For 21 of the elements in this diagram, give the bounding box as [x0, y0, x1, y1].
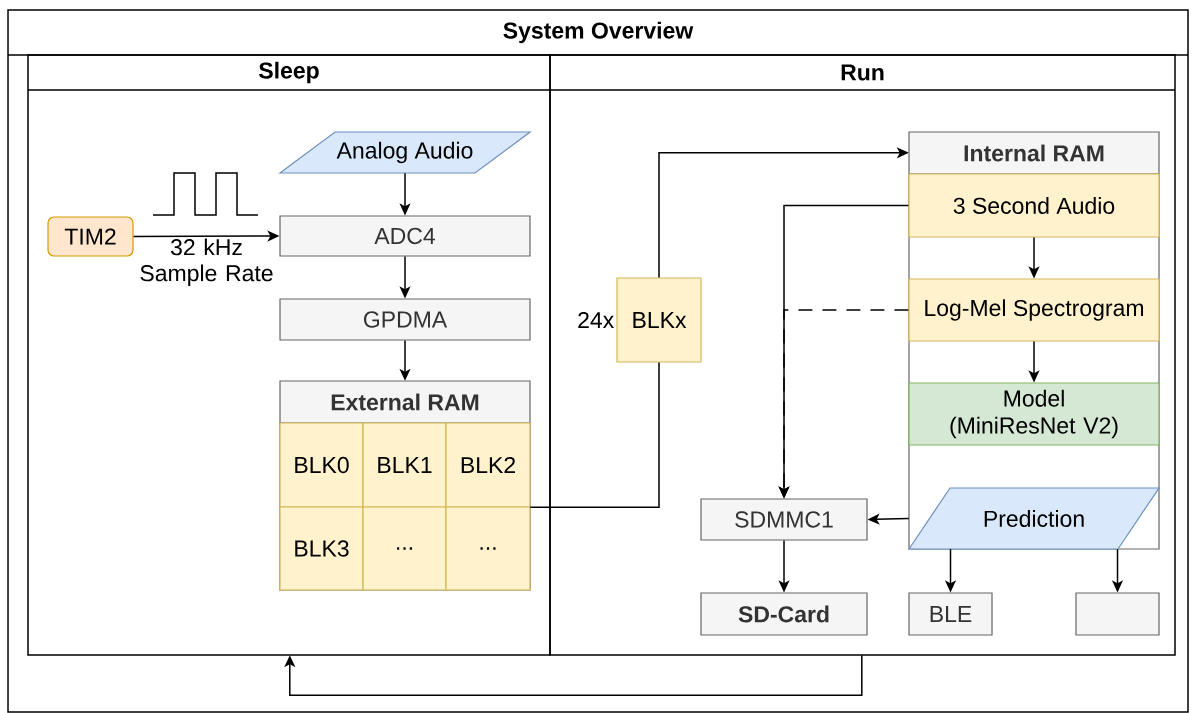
- model-box: Model (MiniResNet V2): [908, 382, 1160, 446]
- memory-block: ...: [445, 506, 531, 591]
- process-box: BLE: [908, 592, 993, 636]
- memory-block: ...: [362, 506, 447, 591]
- edge-label: 32 kHz Sample Rate: [140, 238, 273, 286]
- memory-block: Log-Mel Spectrogram: [908, 278, 1160, 342]
- timer-box: TIM2: [47, 216, 134, 257]
- memory-block: BLK0: [279, 422, 364, 508]
- storage-box: SD-Card: [700, 592, 868, 636]
- process-box: GPDMA: [279, 298, 531, 341]
- count-label: 24x: [578, 311, 614, 329]
- arrow: [284, 654, 863, 696]
- memory-block: BLKx: [616, 277, 702, 363]
- memory-block: BLK3: [279, 506, 364, 591]
- process-box: SDMMC1: [700, 498, 868, 541]
- memory-block: BLK1: [362, 422, 447, 508]
- process-box: [1075, 592, 1160, 636]
- memory-block: BLK2: [445, 422, 531, 508]
- process-box: ADC4: [279, 215, 531, 257]
- memory-block: 3 Second Audio: [908, 173, 1160, 238]
- connector-line: [529, 361, 660, 508]
